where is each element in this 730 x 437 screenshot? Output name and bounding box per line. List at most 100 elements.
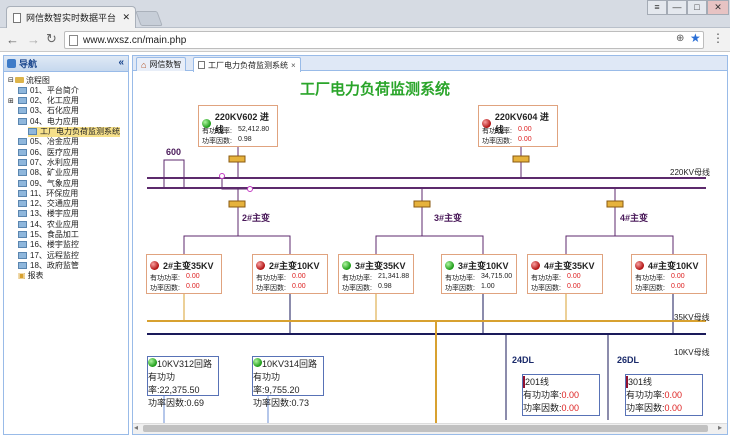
sidebar-item-12[interactable]: 13、楼宇应用 [18, 209, 79, 219]
sidebar-item-8[interactable]: 08、矿业应用 [18, 168, 79, 178]
bookmark-star-icon[interactable]: ★ [690, 31, 701, 45]
maximize-button[interactable]: □ [687, 0, 707, 15]
active-power-value: 0.00 [518, 126, 532, 133]
scrollbar-thumb[interactable] [143, 425, 708, 432]
tab-power-monitor-label: 工厂电力负荷监测系统 [208, 60, 288, 70]
tree-report[interactable]: ▣报表 [18, 271, 44, 281]
status-red-icon [256, 261, 265, 270]
sidebar-item-2[interactable]: 03、石化应用 [18, 106, 79, 116]
more-menu-icon[interactable]: ⋮ [712, 31, 724, 45]
monitor-icon [18, 189, 27, 197]
breaker-icon [523, 376, 525, 388]
monitor-icon [18, 231, 27, 238]
status-green-icon [342, 261, 351, 270]
active-power-row: 有功功率:22,375.50 [148, 370, 218, 396]
sidebar-item-15[interactable]: 16、楼宇监控 [18, 240, 79, 250]
box-title: 220KV604 进线 [482, 110, 557, 136]
sidebar-item-0[interactable]: 01、平台简介 [18, 85, 79, 95]
sidebar-item-label: 13、楼宇应用 [30, 209, 79, 219]
active-power-label: 有功功率: [342, 275, 372, 282]
monitor-icon [18, 138, 27, 146]
transformer-4-label: 4#主变 [620, 213, 649, 223]
minimize-button[interactable]: — [667, 0, 687, 15]
sidebar-item-label: 08、矿业应用 [30, 168, 79, 178]
tree-root[interactable]: ⊟流程图 [8, 75, 50, 85]
sidebar-item-label: 工厂电力负荷监测系统 [40, 127, 120, 136]
monitor-icon [18, 117, 27, 125]
sidebar-item-11[interactable]: 12、交通应用 [18, 199, 79, 209]
power-factor-value: 0.98 [238, 136, 252, 143]
forward-arrow-icon[interactable]: → [27, 32, 40, 47]
sidebar-item-4[interactable]: 工厂电力负荷监测系统 [28, 126, 120, 137]
sidebar-item-6[interactable]: 06、医疗应用 [18, 147, 79, 157]
sidebar-item-10[interactable]: 11、环保应用 [18, 188, 78, 198]
active-power-label: 有功功率: [445, 275, 475, 282]
sidebar-item-label: 11、环保应用 [30, 188, 79, 198]
reload-icon[interactable]: ↻ [46, 31, 57, 46]
sidebar-item-14[interactable]: 15、食品加工 [18, 230, 79, 240]
sidebar-item-16[interactable]: 17、远程监控 [18, 250, 79, 260]
sidebar-item-7[interactable]: 07、水利应用 [18, 157, 79, 167]
active-power-row: 有功功率:21,341.88 [342, 273, 409, 283]
expand-plus-icon[interactable]: ⊞ [8, 97, 14, 105]
scroll-right-icon[interactable]: ▸ [718, 423, 723, 432]
box-title-text: 2#主变35KV [163, 261, 214, 271]
sidebar-item-13[interactable]: 14、农业应用 [18, 219, 79, 229]
tab-close-icon[interactable]: × [291, 60, 296, 70]
address-bar[interactable]: www.wxsz.cn/main.php [64, 31, 704, 49]
dl-26-label: 26DL [617, 355, 640, 365]
bus-35-label: 35KV母线 [674, 313, 710, 322]
active-power-row: 有功功率:0.00 [482, 126, 532, 136]
url-text: www.wxsz.cn/main.php [83, 34, 187, 46]
tab-power-monitor[interactable]: 工厂电力负荷监测系统 × [193, 57, 301, 72]
active-power-label: 有功功率: [523, 390, 562, 400]
document-icon [198, 61, 205, 69]
status-red-icon [150, 261, 159, 270]
expand-minus-icon[interactable]: ⊟ [8, 77, 14, 84]
scroll-left-icon[interactable]: ◂ [134, 423, 139, 432]
sidebar-item-label: 09、气象应用 [30, 178, 79, 188]
power-factor-value: 0.00 [186, 283, 200, 290]
power-factor-row: 功率因数:0.69 [148, 396, 218, 409]
power-factor-row: 功率因数:0.00 [635, 283, 685, 293]
active-power-row: 有功功率:52,412.80 [202, 126, 269, 136]
status-red-icon [531, 261, 540, 270]
sidebar-item-label: 16、楼宇监控 [30, 240, 79, 250]
power-factor-row: 功率因数:0.00 [256, 283, 306, 293]
power-factor-value: 0.00 [664, 403, 683, 413]
sidebar-item-17[interactable]: 18、政府监管 [18, 260, 79, 270]
box-title: 4#主变10KV [635, 259, 699, 272]
tab-close-icon[interactable]: ✕ [122, 12, 130, 22]
home-icon: ⌂ [141, 59, 147, 70]
sidebar-item-5[interactable]: 05、冶金应用 [18, 137, 79, 147]
close-window-button[interactable]: ✕ [707, 0, 729, 15]
zoom-icon[interactable]: ⊕ [676, 33, 685, 44]
menu-button[interactable]: ≡ [647, 0, 667, 15]
power-factor-label: 功率因数: [635, 285, 665, 292]
power-factor-value: 0.00 [292, 283, 306, 290]
back-arrow-icon[interactable]: ← [6, 32, 19, 47]
sidebar-item-1[interactable]: ⊞02、化工应用 [8, 96, 79, 106]
tab-home[interactable]: ⌂ 网信数智 [136, 57, 187, 71]
power-factor-value: 0.00 [561, 403, 580, 413]
collapse-nav-icon[interactable]: « [118, 57, 124, 68]
sidebar-item-9[interactable]: 09、气象应用 [18, 178, 79, 188]
power-factor-row: 功率因数:1.00 [445, 283, 495, 293]
browser-tab[interactable]: 网信数智实时数据平台 ✕ [6, 6, 136, 28]
sidebar-item-3[interactable]: 04、电力应用 [18, 116, 79, 126]
monitor-icon [18, 158, 27, 166]
power-factor-row: 功率因数:0.00 [626, 401, 702, 414]
